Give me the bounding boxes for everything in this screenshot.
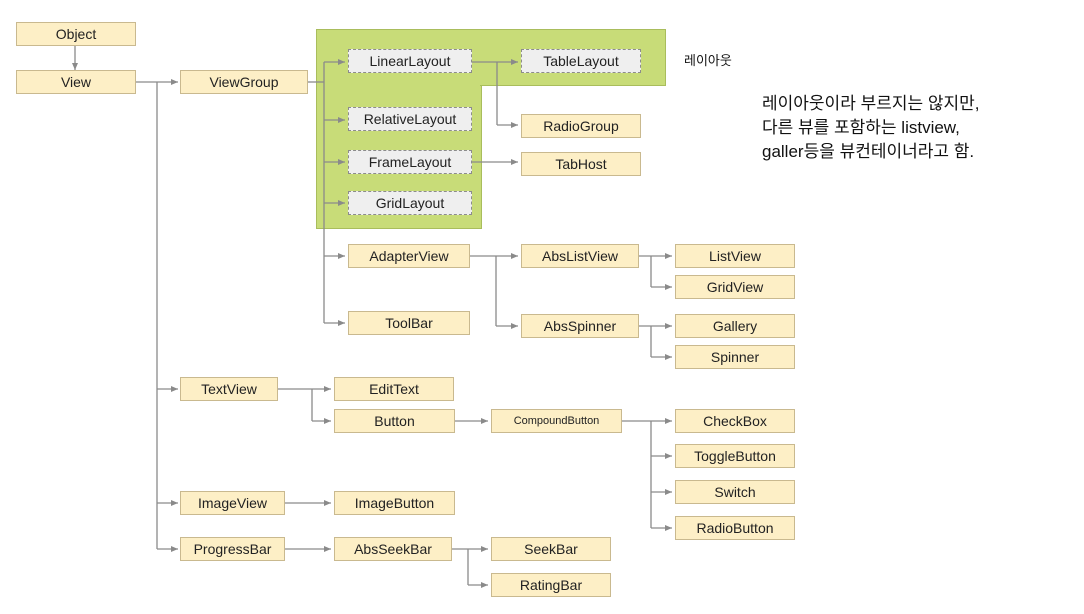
- node-object: Object: [16, 22, 136, 46]
- node-gridview: GridView: [675, 275, 795, 299]
- node-gallery: Gallery: [675, 314, 795, 338]
- node-compoundbutton: CompoundButton: [491, 409, 622, 433]
- node-absseekbar: AbsSeekBar: [334, 537, 452, 561]
- node-viewgroup: ViewGroup: [180, 70, 308, 94]
- annotation-line-3: galler등을 뷰컨테이너라고 함.: [762, 142, 975, 161]
- annotation-line-2: 다른 뷰를 포함하는 listview,: [762, 118, 960, 137]
- node-spinner: Spinner: [675, 345, 795, 369]
- node-radiogroup: RadioGroup: [521, 114, 641, 138]
- node-ratingbar: RatingBar: [491, 573, 611, 597]
- node-listview: ListView: [675, 244, 795, 268]
- layout-group-caption: 레이아웃: [684, 53, 732, 68]
- node-imagebutton: ImageButton: [334, 491, 455, 515]
- node-linearlayout: LinearLayout: [348, 49, 472, 73]
- view-container-annotation: 레이아웃이라 부르지는 않지만, 다른 뷰를 포함하는 listview, ga…: [762, 92, 980, 164]
- node-imageview: ImageView: [180, 491, 285, 515]
- node-tablelayout: TableLayout: [521, 49, 641, 73]
- node-button: Button: [334, 409, 455, 433]
- annotation-line-1: 레이아웃이라 부르지는 않지만,: [762, 94, 980, 113]
- node-textview: TextView: [180, 377, 278, 401]
- node-tabhost: TabHost: [521, 152, 641, 176]
- node-framelayout: FrameLayout: [348, 150, 472, 174]
- node-gridlayout: GridLayout: [348, 191, 472, 215]
- node-absspinner: AbsSpinner: [521, 314, 639, 338]
- node-radiobutton: RadioButton: [675, 516, 795, 540]
- node-view: View: [16, 70, 136, 94]
- node-switch: Switch: [675, 480, 795, 504]
- node-edittext: EditText: [334, 377, 454, 401]
- node-adapterview: AdapterView: [348, 244, 470, 268]
- node-checkbox: CheckBox: [675, 409, 795, 433]
- node-toolbar: ToolBar: [348, 311, 470, 335]
- node-togglebutton: ToggleButton: [675, 444, 795, 468]
- node-progressbar: ProgressBar: [180, 537, 285, 561]
- node-relativelayout: RelativeLayout: [348, 107, 472, 131]
- node-seekbar: SeekBar: [491, 537, 611, 561]
- node-abslistview: AbsListView: [521, 244, 639, 268]
